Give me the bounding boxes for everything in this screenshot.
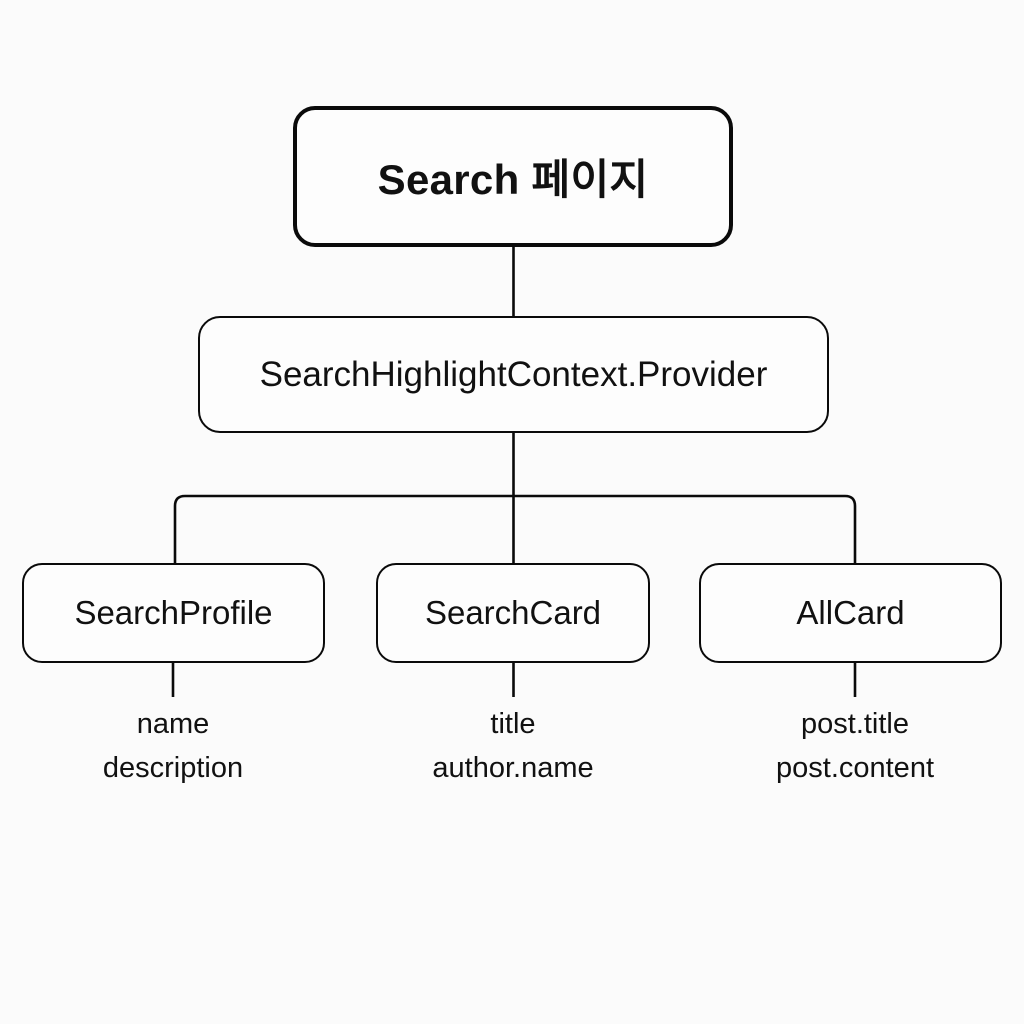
node-search-card-label: SearchCard [424, 594, 602, 631]
node-all-card[interactable]: AllCard [699, 563, 1002, 663]
node-search-profile[interactable]: SearchProfile [22, 563, 325, 663]
node-all-card-label: AllCard [796, 594, 905, 631]
node-search-highlight-context-provider[interactable]: SearchHighlightContext.Provider [198, 316, 829, 433]
field-label: author.name [432, 752, 594, 785]
edge-bus-left [173, 494, 514, 563]
field-list-search-card: title author.name [432, 708, 593, 785]
field-label: name [136, 708, 210, 740]
field-list-search-profile: name description [103, 708, 243, 785]
node-search-card[interactable]: SearchCard [376, 563, 650, 663]
field-list-all-card: post.title post.content [776, 708, 934, 785]
edge-bus-right [513, 494, 857, 563]
node-search-page-label: Search 페이지 [377, 156, 649, 203]
field-label: title [490, 708, 536, 740]
node-search-page[interactable]: Search 페이지 [293, 106, 733, 247]
node-provider-label: SearchHighlightContext.Provider [259, 354, 768, 394]
field-label: post.content [776, 752, 934, 785]
field-label: description [102, 752, 244, 785]
node-search-profile-label: SearchProfile [74, 594, 273, 631]
field-label: post.title [801, 708, 909, 740]
